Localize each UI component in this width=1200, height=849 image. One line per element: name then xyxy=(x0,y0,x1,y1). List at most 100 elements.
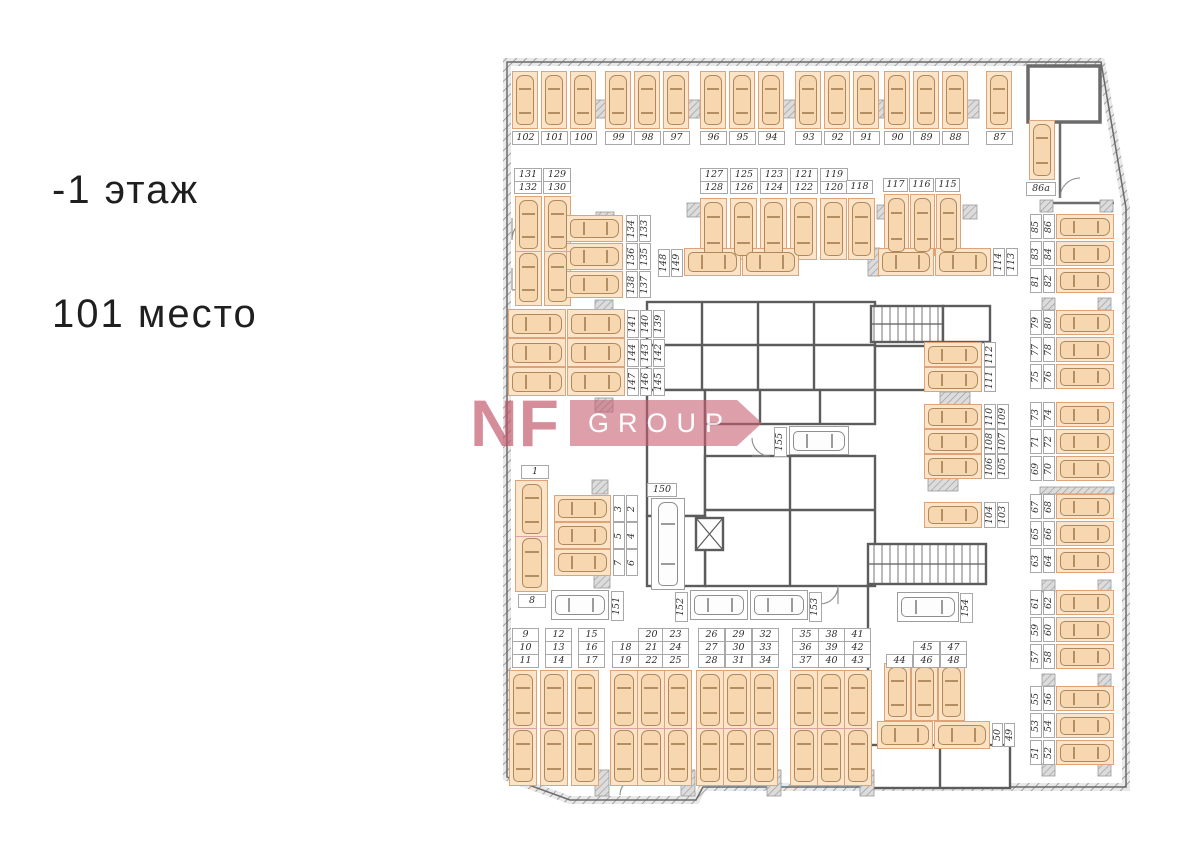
car-icon xyxy=(545,75,563,125)
car-icon xyxy=(946,75,964,125)
car-icon xyxy=(638,75,656,125)
car-icon xyxy=(915,667,934,717)
space-number-label: 116 xyxy=(909,178,934,192)
car-icon xyxy=(727,730,747,782)
space-number-label: 10 xyxy=(512,641,539,655)
space-number-label: 85 xyxy=(1030,214,1042,239)
tandem-divider xyxy=(845,728,871,729)
car-icon xyxy=(609,75,627,125)
space-number-label: 133 xyxy=(639,215,651,242)
car-icon xyxy=(1060,367,1110,386)
car-icon xyxy=(727,674,747,726)
car-icon xyxy=(570,218,619,239)
car-icon xyxy=(824,202,843,256)
space-number-label: 89 xyxy=(913,131,940,145)
space-number-label: 99 xyxy=(605,131,632,145)
car-icon xyxy=(1060,689,1110,708)
space-number-label: 140 xyxy=(640,310,652,338)
space-number-label: 66 xyxy=(1043,521,1055,546)
tandem-divider xyxy=(697,728,723,729)
space-number-label: 57 xyxy=(1030,644,1042,669)
car-icon xyxy=(512,313,562,334)
space-number-label: 36 xyxy=(792,641,819,655)
car-icon xyxy=(700,674,720,726)
tandem-divider xyxy=(516,536,547,537)
space-number-label: 20 xyxy=(638,628,665,642)
car-icon xyxy=(694,595,744,615)
space-number-label: 64 xyxy=(1043,548,1055,573)
space-number-label: 9 xyxy=(512,628,539,642)
car-icon xyxy=(1060,217,1110,236)
space-number-label: 61 xyxy=(1030,590,1042,615)
space-number-label: 115 xyxy=(935,178,960,192)
car-icon xyxy=(1033,124,1051,176)
space-number-label: 75 xyxy=(1030,364,1042,389)
car-icon xyxy=(571,342,621,363)
space-number-label: 143 xyxy=(640,339,652,367)
car-icon xyxy=(754,595,804,615)
space-number-label: 151 xyxy=(611,591,624,621)
space-number-label: 113 xyxy=(1006,248,1018,276)
car-icon xyxy=(928,432,978,451)
space-number-label: 110 xyxy=(984,404,996,429)
space-number-label: 84 xyxy=(1043,241,1055,266)
car-icon xyxy=(641,730,661,782)
space-number-label: 50 xyxy=(992,723,1003,747)
car-icon xyxy=(555,595,605,615)
car-icon xyxy=(575,730,595,782)
car-icon xyxy=(1060,497,1110,516)
tandem-divider xyxy=(510,728,536,729)
space-number-label: 70 xyxy=(1043,456,1055,481)
space-number-label: 25 xyxy=(662,654,689,668)
space-number-label: 145 xyxy=(653,368,665,396)
space-number-label: 24 xyxy=(662,641,689,655)
space-number-label: 48 xyxy=(940,654,967,668)
space-number-label: 45 xyxy=(913,641,940,655)
space-number-label: 41 xyxy=(844,628,871,642)
space-number-label: 35 xyxy=(792,628,819,642)
space-number-label: 149 xyxy=(671,249,683,277)
car-icon xyxy=(928,345,978,364)
car-icon xyxy=(688,252,737,272)
space-number-label: 34 xyxy=(752,654,779,668)
space-number-label: 153 xyxy=(809,592,822,622)
car-icon xyxy=(548,253,567,302)
space-number-label: 71 xyxy=(1030,429,1042,454)
car-icon xyxy=(1060,432,1110,451)
space-number-label: 30 xyxy=(725,641,752,655)
space-number-label: 4 xyxy=(626,522,638,549)
car-icon xyxy=(516,75,534,125)
space-number-label: 60 xyxy=(1043,617,1055,642)
space-number-label: 108 xyxy=(984,429,996,454)
space-number-label: 88 xyxy=(942,131,969,145)
space-number-label: 141 xyxy=(627,310,639,338)
car-icon xyxy=(793,430,845,451)
space-number-label: 81 xyxy=(1030,268,1042,293)
car-icon xyxy=(733,75,751,125)
car-icon xyxy=(794,730,814,782)
space-number-label: 2 xyxy=(626,495,638,522)
space-number-label: 134 xyxy=(626,215,638,242)
space-number-label: 67 xyxy=(1030,494,1042,519)
space-number-label: 109 xyxy=(997,404,1009,429)
car-icon xyxy=(754,730,774,782)
car-icon xyxy=(513,674,533,726)
car-icon xyxy=(799,75,817,125)
space-number-label: 14 xyxy=(545,654,572,668)
car-icon xyxy=(513,730,533,782)
car-icon xyxy=(942,667,961,717)
car-icon xyxy=(754,674,774,726)
car-icon xyxy=(794,674,814,726)
space-number-label: 82 xyxy=(1043,268,1055,293)
space-number-label: 154 xyxy=(960,593,973,623)
space-number-label: 62 xyxy=(1043,590,1055,615)
space-number-label: 47 xyxy=(940,641,967,655)
car-icon xyxy=(888,198,905,252)
car-icon xyxy=(764,202,783,256)
car-icon xyxy=(1060,271,1110,290)
